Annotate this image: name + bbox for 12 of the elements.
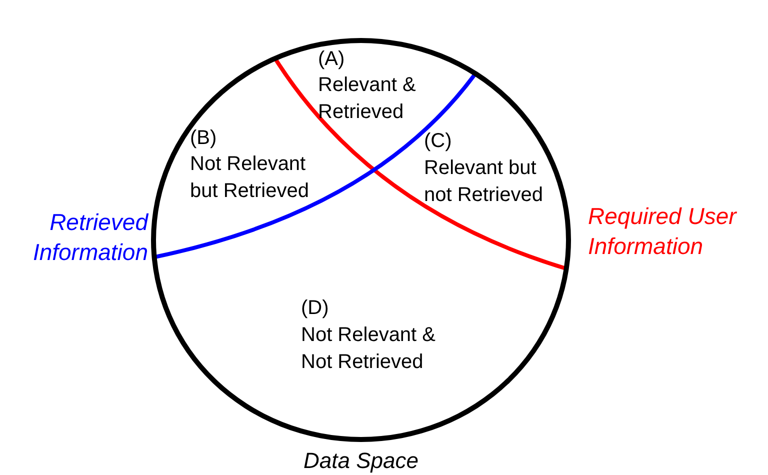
region-marker: (A) <box>318 47 346 72</box>
curve-label: Required User Information <box>588 202 738 261</box>
circle <box>151 38 571 442</box>
region-marker: (D) <box>301 296 330 321</box>
region-marker: (B) <box>190 126 218 151</box>
region-marker: (C) <box>424 129 453 154</box>
curve-label: Retrieved Information <box>32 208 148 267</box>
region-label: Not Relevant but Retrieved <box>190 152 310 204</box>
region-label: Not Relevant & Not Retrieved <box>301 323 437 375</box>
circle-label: Data Space <box>302 447 420 474</box>
region-label: Relevant & Retrieved <box>318 73 417 125</box>
region-label: Relevant but not Retrieved <box>424 156 544 208</box>
